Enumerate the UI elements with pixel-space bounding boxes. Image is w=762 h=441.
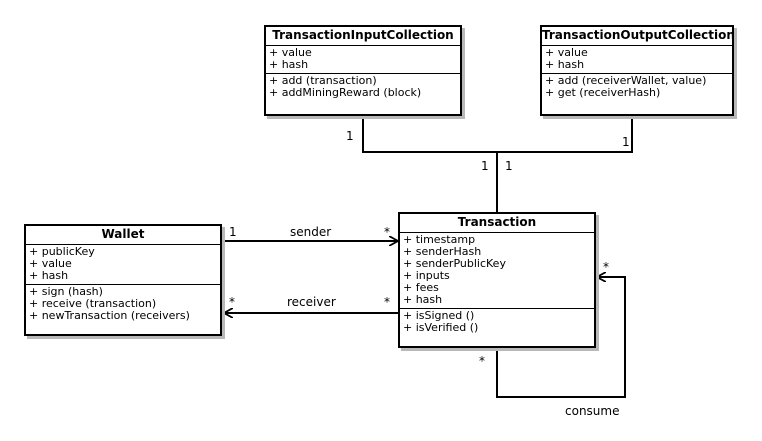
transaction-input-collection-class[interactable]: TransactionInputCollection + value + has… — [264, 25, 462, 116]
transaction-output-collection-class[interactable]: TransactionOutputCollection + value + ha… — [540, 25, 735, 116]
class-name: TransactionInputCollection — [266, 27, 460, 46]
outputs-collection-link — [497, 116, 633, 153]
attribute: + value — [545, 46, 588, 59]
method: + get (receiverHash) — [545, 86, 661, 99]
inputs-collection-multiplicity: 1 — [346, 129, 354, 143]
attribute: + publicKey — [29, 245, 95, 258]
methods-section: + add (receiverWallet, value) + get (rec… — [542, 73, 732, 101]
attribute: + value — [269, 46, 312, 59]
methods-section: + isSigned () + isVerified () — [400, 308, 594, 336]
wallet-class[interactable]: Wallet + publicKey + value + hash + sign… — [24, 224, 222, 336]
attribute: + hash — [545, 58, 585, 71]
attribute: + hash — [403, 293, 443, 306]
method: + receive (transaction) — [29, 297, 157, 310]
attribute: + senderHash — [403, 245, 482, 258]
methods-section: + add (transaction) + addMiningReward (b… — [266, 73, 460, 101]
attributes-section: + value + hash — [542, 46, 732, 73]
outputs-collection-multiplicity: 1 — [622, 135, 630, 149]
transaction-inputs-multiplicity: 1 — [481, 159, 489, 173]
transaction-outputs-multiplicity: 1 — [505, 159, 513, 173]
attribute: + hash — [29, 269, 69, 282]
class-name: Wallet — [26, 226, 220, 245]
receiver-transaction-multiplicity: * — [384, 295, 390, 309]
method: + add (receiverWallet, value) — [545, 74, 707, 87]
attribute: + timestamp — [403, 233, 476, 246]
receiver-label: receiver — [287, 295, 336, 309]
attribute: + fees — [403, 281, 439, 294]
sender-transaction-multiplicity: * — [384, 225, 390, 239]
method: + sign (hash) — [29, 285, 103, 298]
consume-arrow — [496, 277, 626, 398]
transaction-class[interactable]: Transaction + timestamp + senderHash + s… — [398, 212, 596, 348]
attribute: + value — [29, 257, 72, 270]
method: + addMiningReward (block) — [269, 86, 422, 99]
method: + newTransaction (receivers) — [29, 309, 190, 322]
method: + isVerified () — [403, 321, 479, 334]
sender-wallet-multiplicity: 1 — [229, 225, 237, 239]
sender-label: sender — [290, 225, 332, 239]
attributes-section: + timestamp + senderHash + senderPublicK… — [400, 233, 594, 308]
attributes-section: + value + hash — [266, 46, 460, 73]
attribute: + senderPublicKey — [403, 257, 506, 270]
consume-label: consume — [565, 404, 620, 418]
attribute: + inputs — [403, 269, 450, 282]
method: + isSigned () — [403, 309, 475, 322]
class-name: TransactionOutputCollection — [542, 27, 735, 46]
receiver-wallet-multiplicity: * — [229, 295, 235, 309]
method: + add (transaction) — [269, 74, 377, 87]
methods-section: + sign (hash) + receive (transaction) + … — [26, 284, 220, 324]
inputs-collection-link — [362, 116, 497, 153]
class-name: Transaction — [400, 214, 594, 233]
attribute: + hash — [269, 58, 309, 71]
consume-source-multiplicity: * — [479, 354, 485, 368]
consume-target-multiplicity: * — [603, 260, 609, 274]
attributes-section: + publicKey + value + hash — [26, 245, 220, 284]
